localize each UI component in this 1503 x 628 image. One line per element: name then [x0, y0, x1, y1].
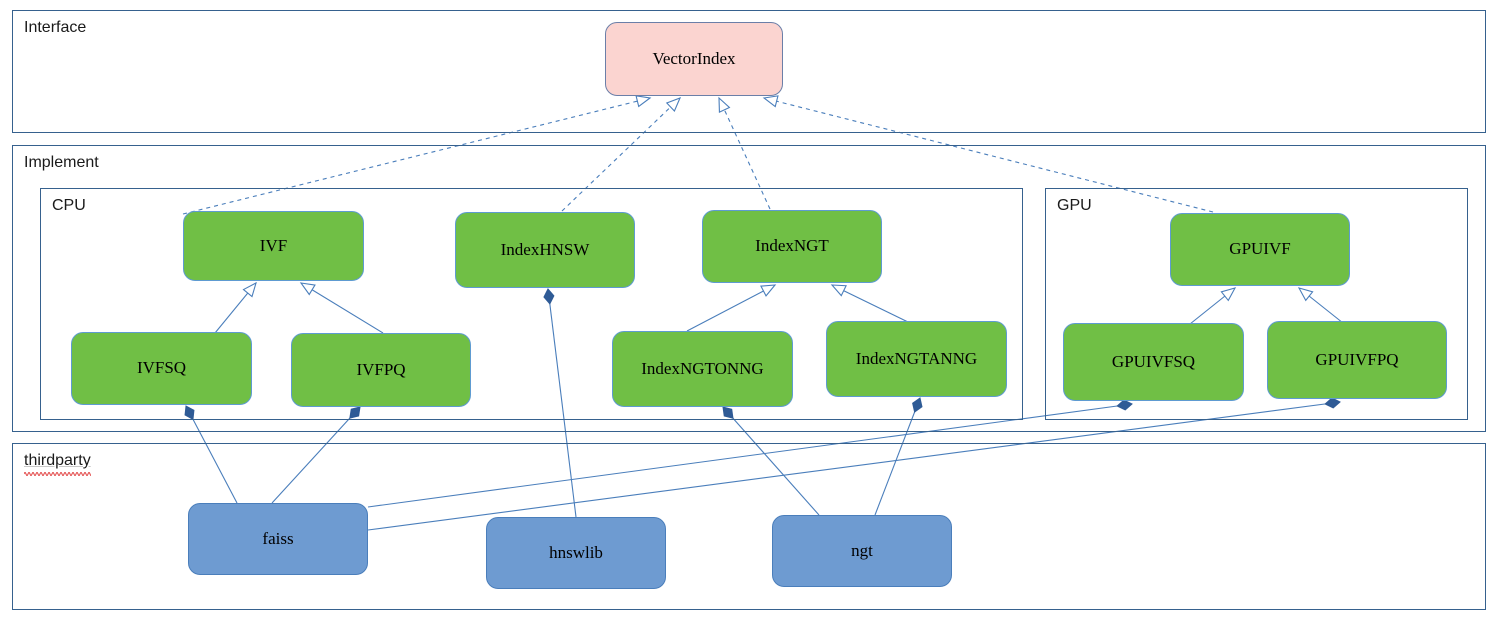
node-label: hnswlib: [549, 542, 603, 562]
node-label: IndexNGTONNG: [641, 358, 764, 378]
node-label: faiss: [262, 528, 294, 548]
node-label: ngt: [851, 540, 873, 560]
group-frame-gpu: [1045, 188, 1468, 420]
node-label: IndexNGT: [755, 236, 829, 256]
node-label: IVF: [259, 235, 288, 255]
node-label: GPUIVF: [1229, 239, 1291, 259]
node-faiss[interactable]: faiss: [188, 503, 368, 575]
edge-indexngtanng-to-indexngt: [830, 284, 909, 323]
edge-ivfpq-to-faiss: [271, 406, 361, 504]
node-ngt[interactable]: ngt: [772, 515, 952, 587]
group-frame-interface: [12, 10, 1486, 133]
group-label-thirdparty: thirdparty: [24, 452, 91, 469]
node-label: GPUIVFPQ: [1315, 349, 1399, 369]
node-gpuivf[interactable]: GPUIVF: [1170, 213, 1350, 286]
edge-gpuivfsq-to-faiss: [367, 399, 1133, 508]
node-hnswlib[interactable]: hnswlib: [486, 517, 666, 589]
edge-ivfpq-to-ivf: [299, 282, 384, 334]
node-ivfsq[interactable]: IVFSQ: [71, 332, 252, 405]
group-label-cpu: CPU: [52, 197, 86, 214]
edge-indexhnsw-to-vectorindex: [561, 97, 682, 212]
edge-indexhnsw-to-hnswlib: [543, 288, 577, 518]
node-ivf[interactable]: IVF: [183, 211, 364, 281]
group-label-implement: Implement: [24, 154, 99, 171]
node-ivfpq[interactable]: IVFPQ: [291, 333, 471, 407]
edge-gpuivf-to-vectorindex: [762, 95, 1214, 213]
edge-ivf-to-vectorindex: [182, 95, 652, 215]
node-label: IndexHNSW: [500, 239, 590, 259]
edge-gpuivfpq-to-gpuivf: [1297, 287, 1344, 324]
edge-gpuivfsq-to-gpuivf: [1189, 287, 1237, 325]
node-indexngtanng[interactable]: IndexNGTANNG: [826, 321, 1007, 397]
edge-indexngtonng-to-ngt: [722, 406, 820, 516]
group-frame-cpu: [40, 188, 1023, 420]
node-label: IVFPQ: [356, 359, 406, 379]
edge-gpuivfpq-to-faiss: [367, 397, 1341, 531]
node-indexngt[interactable]: IndexNGT: [702, 210, 882, 283]
node-label: GPUIVFSQ: [1111, 351, 1196, 371]
node-gpuivfpq[interactable]: GPUIVFPQ: [1267, 321, 1447, 399]
node-gpuivfsq[interactable]: GPUIVFSQ: [1063, 323, 1244, 401]
node-indexngtonng[interactable]: IndexNGTONNG: [612, 331, 793, 407]
edge-indexngtanng-to-ngt: [874, 397, 923, 516]
group-label-interface: Interface: [24, 19, 87, 36]
node-vectorindex[interactable]: VectorIndex: [605, 22, 783, 96]
node-label: IVFSQ: [136, 358, 187, 378]
node-indexhnsw[interactable]: IndexHNSW: [455, 212, 635, 288]
node-label: VectorIndex: [652, 48, 736, 68]
group-label-gpu: GPU: [1057, 197, 1092, 214]
edge-indexngt-to-vectorindex: [718, 96, 771, 210]
group-frame-implement: [12, 145, 1486, 432]
edge-ivfsq-to-ivf: [214, 281, 257, 334]
group-frame-thirdparty: [12, 443, 1486, 610]
edge-indexngtonng-to-indexngt: [686, 284, 777, 332]
node-label: IndexNGTANNG: [855, 348, 978, 368]
